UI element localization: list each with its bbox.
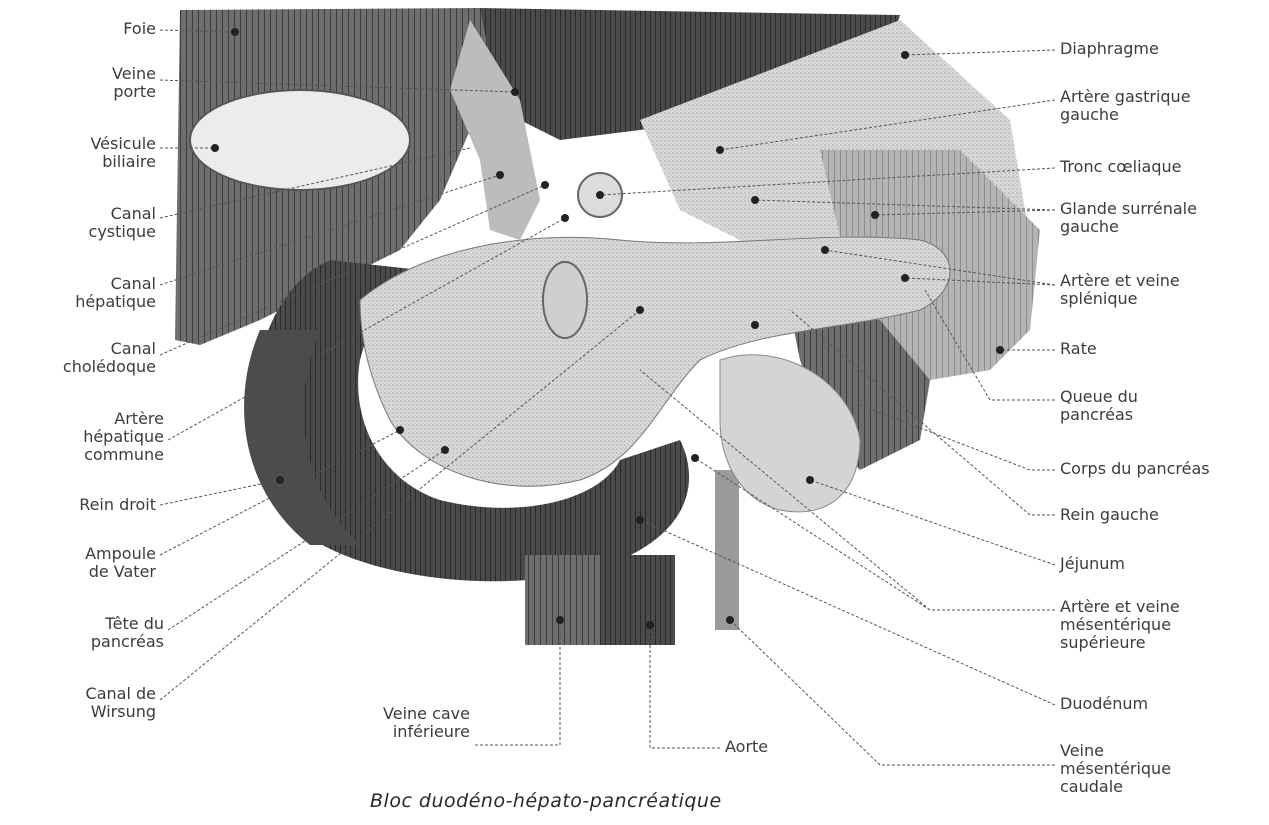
figure-caption: Bloc duodéno-hépato-pancréatique [370, 790, 722, 812]
label-diaphragme: Diaphragme [1060, 40, 1159, 58]
label-foie: Foie [60, 20, 156, 38]
label-rein-droit: Rein droit [20, 496, 156, 514]
label-rein-gauche: Rein gauche [1060, 506, 1159, 524]
mesenteric-vessel-shape [715, 470, 739, 630]
aorta-shape [600, 555, 675, 645]
label-corps-du-pancreas: Corps du pancréas [1060, 460, 1210, 478]
vena-cava-shape [525, 555, 600, 645]
label-jejunum: Jéjunum [1060, 555, 1125, 573]
label-aorte: Aorte [725, 738, 768, 756]
ampulla-shape [543, 262, 587, 338]
label-tronc-coeliaque: Tronc cœliaque [1060, 158, 1181, 176]
label-duodenum: Duodénum [1060, 695, 1148, 713]
gallbladder-shape [190, 90, 410, 190]
label-rate: Rate [1060, 340, 1097, 358]
